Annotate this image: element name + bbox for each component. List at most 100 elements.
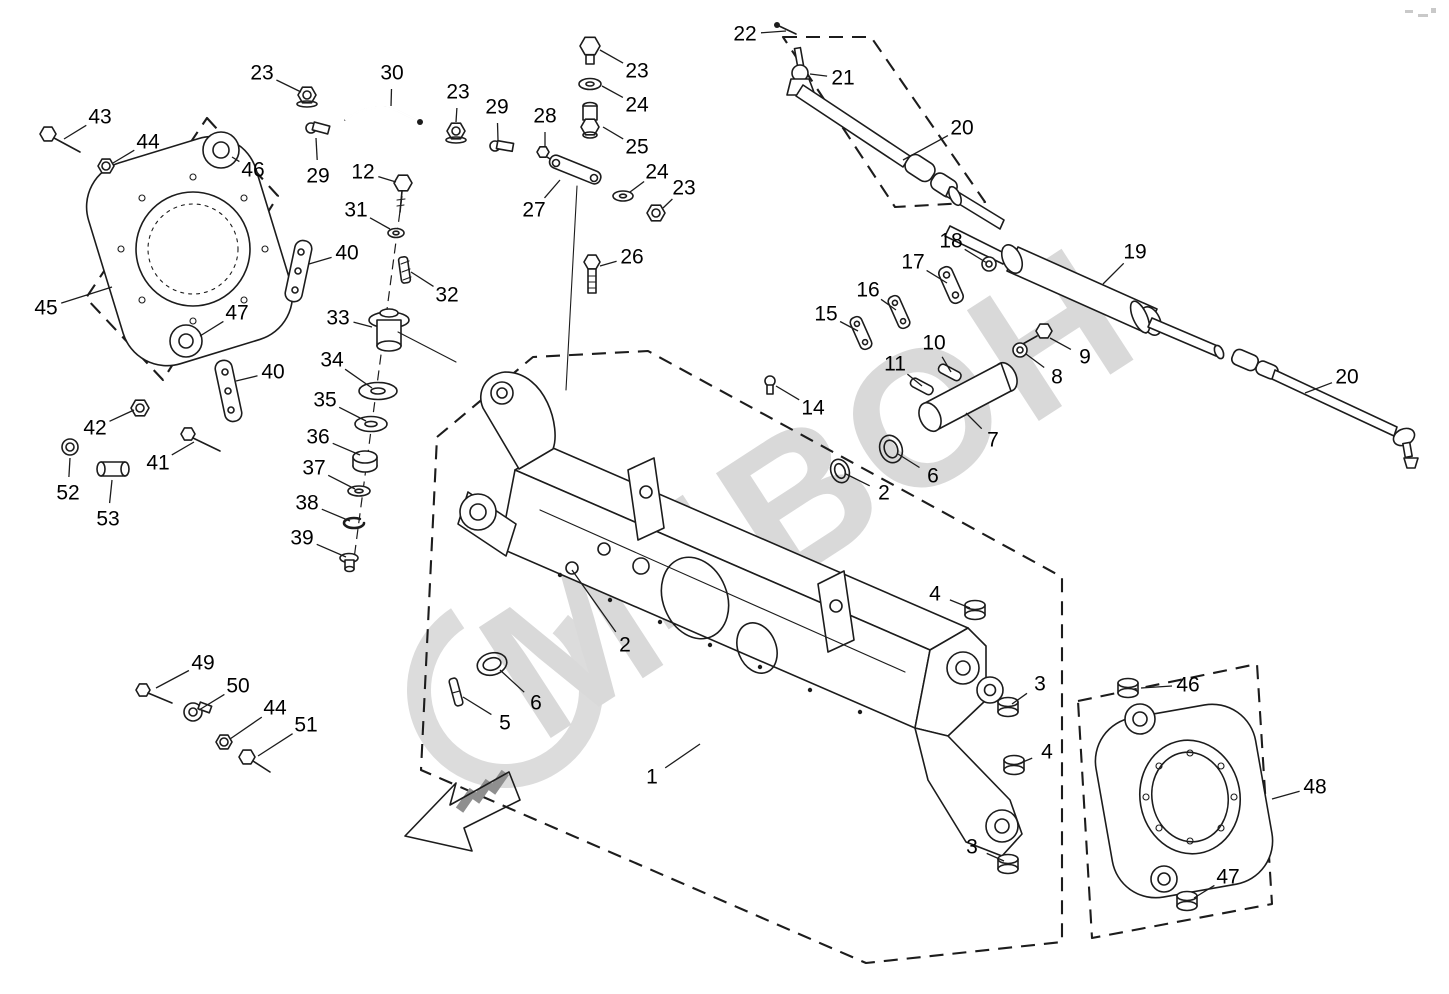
part-4-cap-a [964,599,986,621]
watermark: М4ВОН [407,202,1173,788]
leader-line [235,375,258,382]
leader-line [965,412,983,430]
leader-line [455,107,458,123]
leader-line [198,693,225,711]
part-26-bolt [583,254,601,294]
leader-line [926,269,948,284]
linkage-parts [764,256,1053,484]
leader-line [1304,382,1333,394]
leader-line [171,441,195,456]
part-10-pin [937,363,962,382]
part-20-tie-rod-b [1230,348,1419,469]
leader-line [276,79,302,93]
leader-line [327,474,356,490]
part-41-bolt [180,427,221,452]
leader-line [332,442,361,456]
leader-line [964,248,988,264]
part-4-cap-b [1003,754,1025,776]
part-6-o-ring-b [476,651,508,677]
leader-line [809,73,828,77]
leader-line [599,49,624,64]
corner-mark [1405,8,1436,17]
part-22-pin [774,22,797,35]
kingpin-stack [339,174,457,575]
part-52-washer [61,438,79,456]
leader-line [906,373,923,387]
leader-line [112,149,135,164]
leader-line [775,385,800,401]
part-35-washer [354,415,388,433]
part-48-hub-carrier [1094,677,1274,912]
part-50-clamp [183,701,213,722]
leader-line [1271,790,1300,800]
part-2-ring-a [829,458,851,484]
leader-line [544,179,561,199]
leader-line [1102,262,1125,285]
leader-line [760,30,787,34]
leader-line [109,409,135,422]
leader-line [629,180,645,193]
part-51-bolt [238,749,271,773]
part-47-cap-b [1176,890,1198,912]
leader-line [108,479,113,504]
leader-line [571,569,617,633]
part-49-bolt [135,683,173,704]
leader-line [316,543,347,558]
leader-line [68,457,71,478]
part-31-washer [387,227,405,239]
part-44-nut-a [97,158,115,174]
part-47-bushing-left [169,324,203,358]
part-42-nut [130,399,150,417]
leader-line [231,156,240,163]
leader-line [941,356,952,373]
part-3-cap-b [997,853,1019,875]
leader-line [344,368,373,389]
part-15-plate [849,315,873,351]
boundary-tie-rod-box [781,35,987,209]
leader-line [229,716,263,740]
part-6-o-ring-a [878,434,904,464]
leader-line [662,198,673,209]
part-18-washer [981,256,997,272]
leader-line [602,126,624,140]
part-3-cap-a [997,696,1019,718]
leader-line [499,669,525,693]
leader-line [664,743,701,769]
leader-line [199,320,224,337]
leader-line [839,320,859,332]
part-23-nut-a [296,86,318,108]
part-29-fitting-a [305,121,331,135]
leader-line [1025,353,1045,369]
part-25-fitting [580,101,600,139]
leader-line [902,135,949,161]
leader-line [63,124,87,140]
boundary-hub-box [1076,662,1274,940]
leader-line [61,286,113,304]
leader-line [1049,337,1072,350]
leader-line [599,260,617,267]
part-32-spring-pin [397,256,412,284]
leader-line [321,508,351,522]
part-43-bolt [39,126,81,153]
leader-line [949,599,971,609]
leader-line [410,271,434,287]
part-2-hole-b [565,561,579,575]
leader-lines [61,30,1333,899]
leader-line [378,175,397,183]
direction-arrow [404,769,521,852]
leader-line [496,122,499,141]
part-46-cap-b [1117,677,1139,699]
part-23-nut-c [646,204,666,222]
part-11-pin [909,377,934,396]
part-46-bushing-left [202,131,240,169]
leader-line [353,321,373,328]
leader-line [601,85,624,98]
leader-line [897,453,920,469]
hardware-bottom-left [135,683,271,773]
part-7-bushing [918,361,1018,433]
leader-line [1193,884,1215,899]
watermark-ring-logo [407,592,603,788]
leader-line [1017,757,1033,765]
part-9-bolt [1020,323,1053,346]
